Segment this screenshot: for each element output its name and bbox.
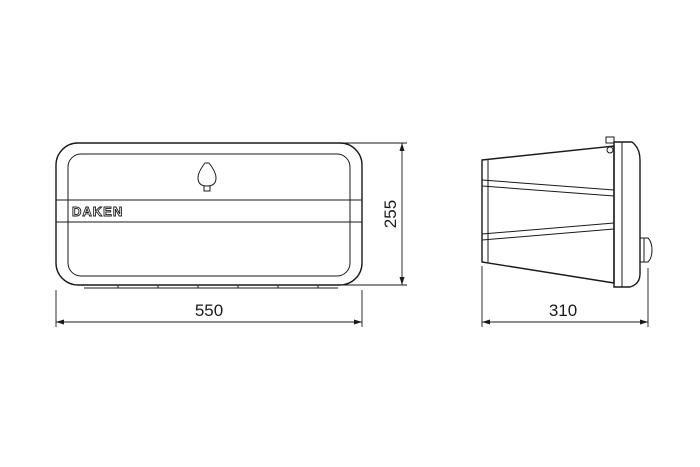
side-view: 310 — [481, 136, 653, 327]
toolbox-side-body — [481, 145, 615, 284]
toolbox-lid-panel — [67, 153, 351, 277]
height-dimension: 255 — [338, 142, 407, 286]
depth-dimension-label: 310 — [549, 301, 577, 320]
width-dimension: 550 — [55, 290, 363, 327]
lock-icon — [197, 162, 217, 192]
depth-dimension: 310 — [481, 266, 649, 327]
toolbox-base — [80, 284, 340, 289]
brand-label: DAKEN — [72, 204, 123, 219]
toolbox-side-lid — [613, 141, 641, 288]
width-dimension-label: 550 — [195, 301, 223, 320]
front-view: DAKEN 550 255 — [55, 142, 407, 327]
latch-icon — [640, 237, 653, 263]
height-dimension-label: 255 — [381, 200, 400, 228]
hinge-icon — [605, 136, 615, 154]
